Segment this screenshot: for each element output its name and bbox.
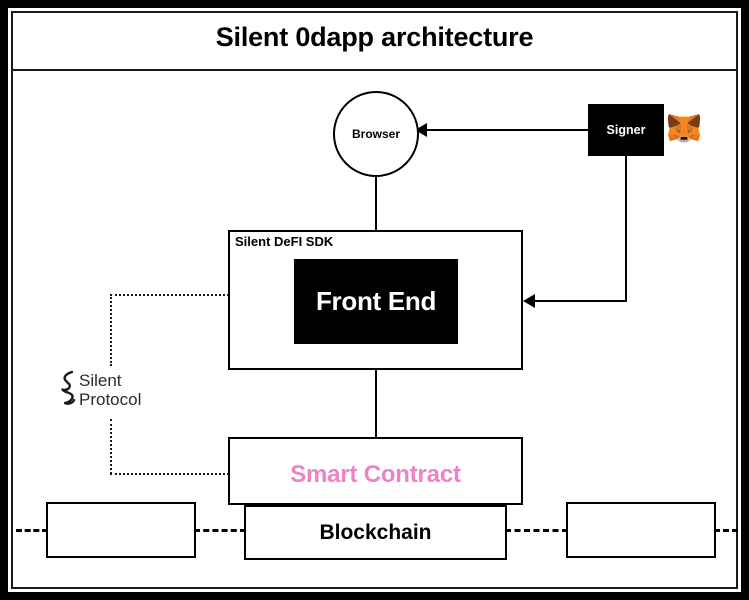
connector-sdk-to-smartcontract (375, 369, 377, 438)
scope-dotted-to-smartcontract (110, 473, 229, 475)
node-browser-label: Browser (351, 127, 401, 141)
brand-line-2: Protocol (79, 390, 142, 409)
connector-browser-to-sdk (375, 176, 377, 231)
page-title: Silent 0dapp architecture (215, 22, 534, 52)
chain-dash-far-right (714, 529, 738, 532)
silent-protocol-wordmark: Silent Protocol (79, 371, 141, 409)
node-signer[interactable]: Signer (588, 104, 664, 156)
node-smart-contract[interactable] (228, 437, 523, 505)
node-browser[interactable]: Browser (333, 91, 419, 177)
node-smart-contract-label: Smart Contract (290, 461, 461, 488)
connector-signer-down (625, 156, 627, 302)
node-peer-left[interactable] (46, 502, 196, 558)
silent-protocol-brand: Silent Protocol (60, 370, 141, 410)
node-silent-defi-sdk-label: Silent DeFI SDK (235, 234, 334, 249)
connector-signer-to-browser (425, 129, 588, 131)
chain-dash-right (505, 529, 568, 532)
scope-dotted-to-sdk (110, 294, 229, 296)
scope-dotted-vertical-lower (110, 419, 112, 474)
chain-dash-far-left (16, 529, 48, 532)
arrowhead-signer-to-frontend (523, 294, 535, 308)
title-divider (11, 69, 738, 71)
node-blockchain-label: Blockchain (319, 520, 432, 544)
brand-line-1: Silent (79, 371, 122, 390)
node-blockchain[interactable]: Blockchain (244, 505, 507, 560)
silent-protocol-squiggle-icon (60, 370, 76, 410)
chain-dash-left (194, 529, 246, 532)
node-peer-right[interactable] (566, 502, 716, 558)
connector-signer-to-frontend (535, 300, 627, 302)
node-front-end[interactable]: Front End (294, 259, 458, 344)
scope-dotted-vertical-upper (110, 294, 112, 366)
node-signer-label: Signer (606, 123, 646, 137)
node-front-end-label: Front End (315, 286, 437, 316)
metamask-fox-icon (667, 113, 701, 143)
